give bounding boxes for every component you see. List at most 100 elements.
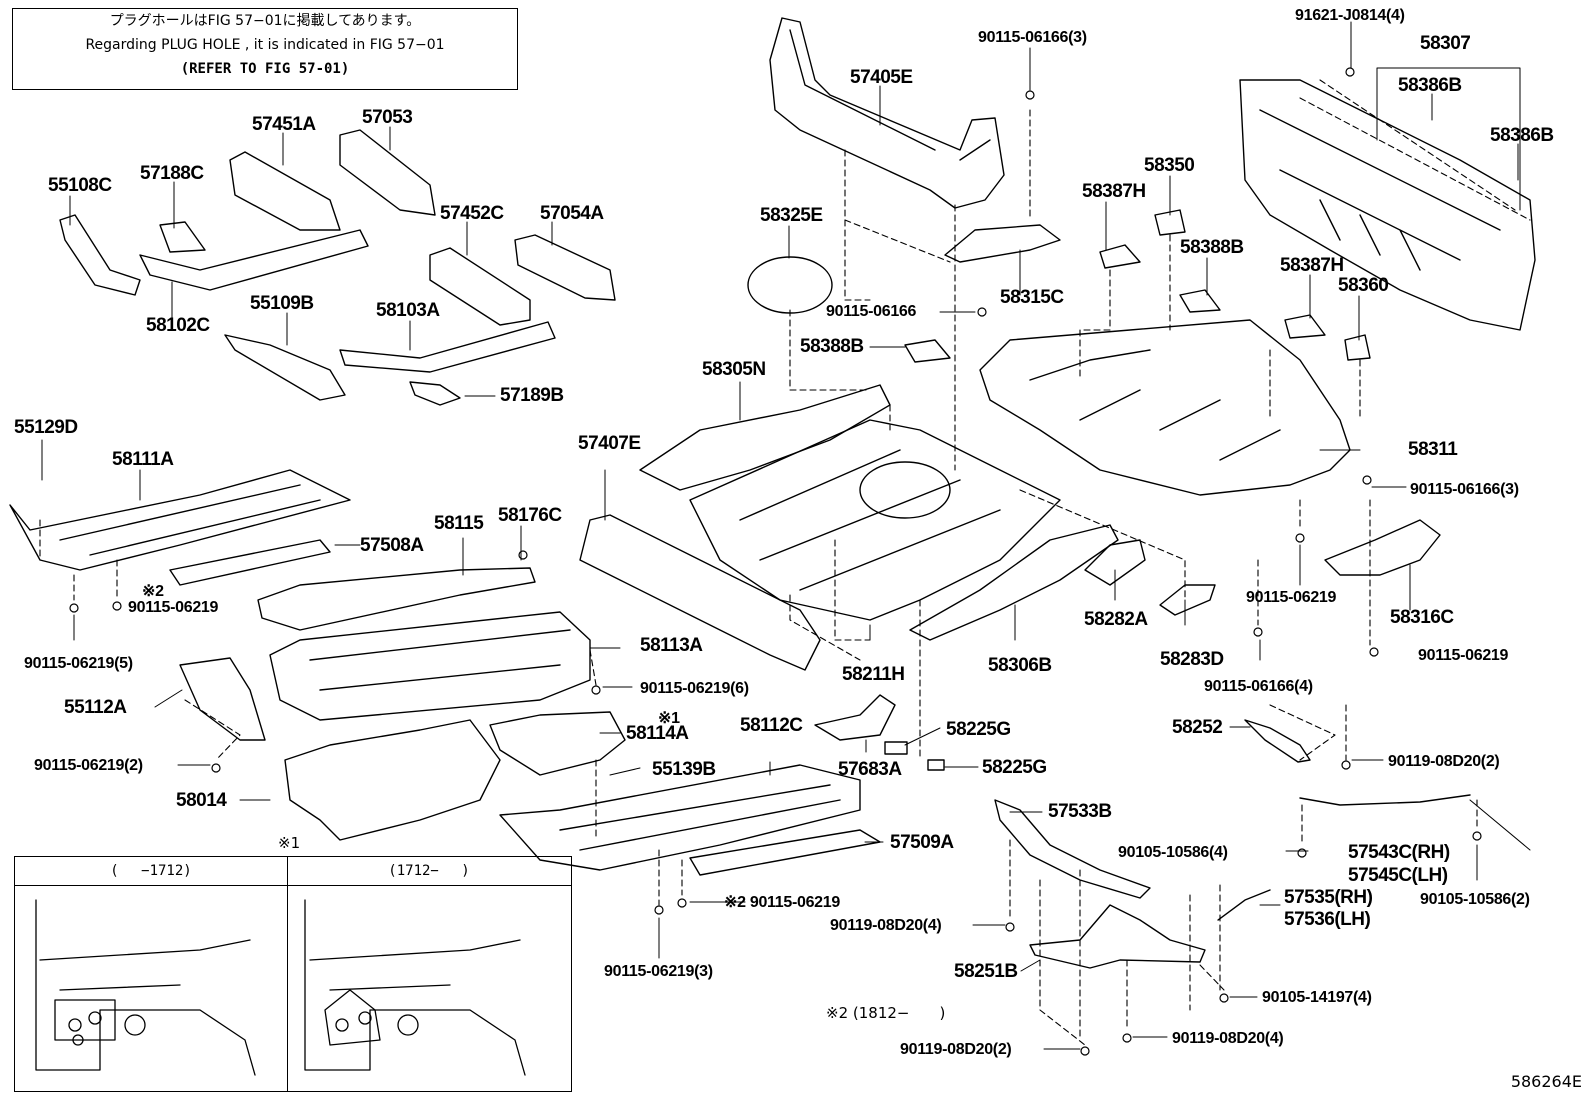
part-label[interactable]: 58315C (1000, 287, 1064, 308)
part-57054a-shape (514, 234, 616, 301)
part-label[interactable]: 58325E (760, 205, 823, 226)
part-label[interactable]: 58306B (988, 655, 1052, 676)
part-label[interactable]: 57543C(RH) (1348, 842, 1450, 863)
part-label[interactable]: 55139B (652, 759, 716, 780)
part-label[interactable]: 57054A (540, 203, 604, 224)
part-label[interactable]: 58386B (1398, 75, 1462, 96)
part-label[interactable]: 90115-06219(3) (604, 963, 713, 980)
part-label[interactable]: 55129D (14, 417, 78, 438)
part-57509a-shape (689, 829, 881, 876)
part-label[interactable]: 58283D (1160, 649, 1224, 670)
part-label[interactable]: 55108C (48, 175, 112, 196)
part-label[interactable]: 58211H (842, 664, 905, 685)
part-label[interactable]: 57188C (140, 163, 204, 184)
part-58388b-b-shape (904, 339, 951, 363)
part-label[interactable]: 90119-08D20(2) (1388, 753, 1500, 770)
part-label[interactable]: 58350 (1144, 155, 1195, 176)
part-58388b-shape (1179, 289, 1221, 313)
part-label[interactable]: 58111A (112, 449, 174, 470)
part-58113a-shape (269, 611, 591, 721)
figure-code: 586264E (1510, 1072, 1582, 1091)
part-label[interactable]: 57509A (890, 832, 954, 853)
part-57533b-shape (994, 799, 1151, 899)
note-line-3: (REFER TO FIG 57-01) (180, 61, 350, 77)
part-label[interactable]: 57533B (1048, 801, 1112, 822)
part-57053-shape (339, 129, 436, 216)
part-57189b-shape (409, 381, 461, 406)
part-label[interactable]: 90119-08D20(4) (1172, 1030, 1284, 1047)
part-label[interactable]: 58112C (740, 715, 803, 736)
part-label[interactable]: ※1 (658, 710, 680, 727)
part-label[interactable]: 58388B (800, 336, 864, 357)
part-label[interactable]: 55109B (250, 293, 314, 314)
part-label[interactable]: 90119-08D20(2) (900, 1041, 1012, 1058)
part-label[interactable]: 58251B (954, 961, 1018, 982)
note-line-1: プラグホールはFIG 57−01に掲載してあります。 (109, 13, 421, 29)
part-58316c-shape (1324, 519, 1441, 576)
part-57405e-shape (769, 17, 1005, 209)
part-label[interactable]: 58102C (146, 315, 210, 336)
part-label[interactable]: 90115-06219(6) (640, 680, 749, 697)
part-58252-shape (1244, 719, 1311, 763)
part-label[interactable]: 58305N (702, 359, 766, 380)
part-label[interactable]: 58115 (434, 513, 484, 534)
part-label[interactable]: 90115-06219(5) (24, 655, 133, 672)
part-label[interactable]: 58386B (1490, 125, 1554, 146)
part-label[interactable]: 90115-06166(3) (978, 29, 1087, 46)
part-label[interactable]: 90105-10586(2) (1420, 891, 1530, 908)
part-label[interactable]: 90115-06166(4) (1204, 678, 1313, 695)
part-label[interactable]: 90105-14197(4) (1262, 989, 1372, 1006)
part-57683a-shape (814, 694, 896, 741)
part-label[interactable]: 58387H (1082, 181, 1146, 202)
part-label[interactable]: 57545C(LH) (1348, 865, 1448, 886)
footnote-2: ※2 (1812− ) (826, 1004, 946, 1022)
part-label[interactable]: 58014 (176, 790, 227, 811)
part-58306b-shape (909, 524, 1119, 641)
part-58114a-shape (489, 711, 626, 776)
part-label[interactable]: 57405E (850, 67, 913, 88)
part-label[interactable]: 90115-06219(2) (34, 757, 143, 774)
part-58115-shape (257, 567, 536, 631)
part-label[interactable]: 58225G (946, 719, 1011, 740)
part-label[interactable]: 57508A (360, 535, 424, 556)
part-label[interactable]: 58387H (1280, 255, 1344, 276)
part-label[interactable]: 57536(LH) (1284, 909, 1371, 930)
part-label[interactable]: 91621-J0814(4) (1295, 7, 1405, 24)
inset-marker: ※1 (278, 834, 301, 852)
inset-divider (287, 857, 288, 1091)
part-label[interactable]: 58114A (626, 723, 689, 744)
part-label[interactable]: 90115-06166(3) (1410, 481, 1519, 498)
part-label[interactable]: 90115-06219 (128, 599, 219, 616)
part-label[interactable]: 90115-06166 (826, 303, 917, 320)
part-label[interactable]: 58311 (1408, 439, 1458, 460)
part-label[interactable]: 58316C (1390, 607, 1454, 628)
part-label[interactable]: 58225G (982, 757, 1047, 778)
part-label[interactable]: 58388B (1180, 237, 1244, 258)
part-label[interactable]: 57452C (440, 203, 504, 224)
part-label[interactable]: 57683A (838, 759, 902, 780)
part-58360-shape (1344, 334, 1371, 361)
part-label[interactable]: ※2 (142, 583, 164, 600)
part-label[interactable]: 58113A (640, 635, 703, 656)
part-label[interactable]: 57535(RH) (1284, 887, 1373, 908)
part-label[interactable]: 57451A (252, 114, 316, 135)
part-label[interactable]: 58176C (498, 505, 562, 526)
part-label[interactable]: 58252 (1172, 717, 1223, 738)
part-label[interactable]: 58282A (1084, 609, 1148, 630)
part-label[interactable]: ※2 90115-06219 (724, 894, 840, 911)
leader-lines (41, 21, 1531, 1050)
part-label[interactable]: 57189B (500, 385, 564, 406)
part-58305n-shape (639, 384, 891, 491)
part-58112c-shape (499, 764, 861, 871)
part-label[interactable]: 90115-06219 (1418, 647, 1509, 664)
part-label[interactable]: 57053 (362, 107, 413, 128)
part-label[interactable]: 58307 (1420, 33, 1471, 54)
part-label[interactable]: 55112A (64, 697, 127, 718)
part-label[interactable]: 58360 (1338, 275, 1389, 296)
part-label[interactable]: 90115-06219 (1246, 589, 1337, 606)
note-line-2: Regarding PLUG HOLE , it is indicated in… (85, 37, 445, 53)
part-label[interactable]: 58103A (376, 300, 440, 321)
part-label[interactable]: 90105-10586(4) (1118, 844, 1228, 861)
part-label[interactable]: 57407E (578, 433, 641, 454)
part-label[interactable]: 90119-08D20(4) (830, 917, 942, 934)
